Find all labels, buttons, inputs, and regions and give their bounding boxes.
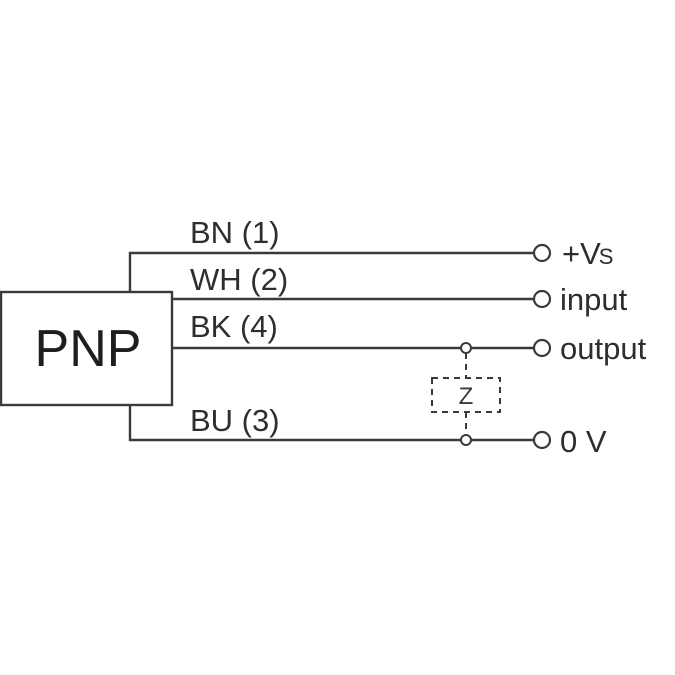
terminal-output: [532, 338, 552, 358]
wire-bu: BU (3) 0 V: [128, 403, 607, 459]
terminal-output-label: output: [560, 331, 647, 366]
terminal-0v: [532, 430, 552, 450]
wire-bn-label: BN (1): [190, 215, 280, 250]
wire-bn-line: [128, 251, 533, 292]
sensor-type-label: PNP: [35, 320, 142, 378]
terminal-input: [532, 289, 552, 309]
load-label: Z: [459, 383, 474, 410]
wire-bk: BK (4) output: [172, 309, 647, 366]
wire-bu-label: BU (3): [190, 403, 280, 438]
wire-wh-label: WH (2): [190, 262, 288, 297]
wire-wh: WH (2) input: [172, 262, 628, 317]
terminal-vs-main: +V: [562, 236, 601, 271]
terminal-0v-label: 0 V: [560, 424, 607, 459]
terminal-vs: [532, 243, 552, 263]
terminal-input-label: input: [560, 282, 628, 317]
ground-junction-node: [460, 434, 472, 446]
wire-bk-label: BK (4): [190, 309, 278, 344]
output-junction-node: [460, 342, 472, 354]
load-z: Z: [431, 353, 501, 435]
wire-bn: BN (1) +VS: [128, 215, 613, 292]
terminal-vs-sub: S: [599, 244, 614, 269]
wire-bu-line: [128, 405, 533, 442]
terminal-vs-label: +VS: [562, 236, 613, 271]
